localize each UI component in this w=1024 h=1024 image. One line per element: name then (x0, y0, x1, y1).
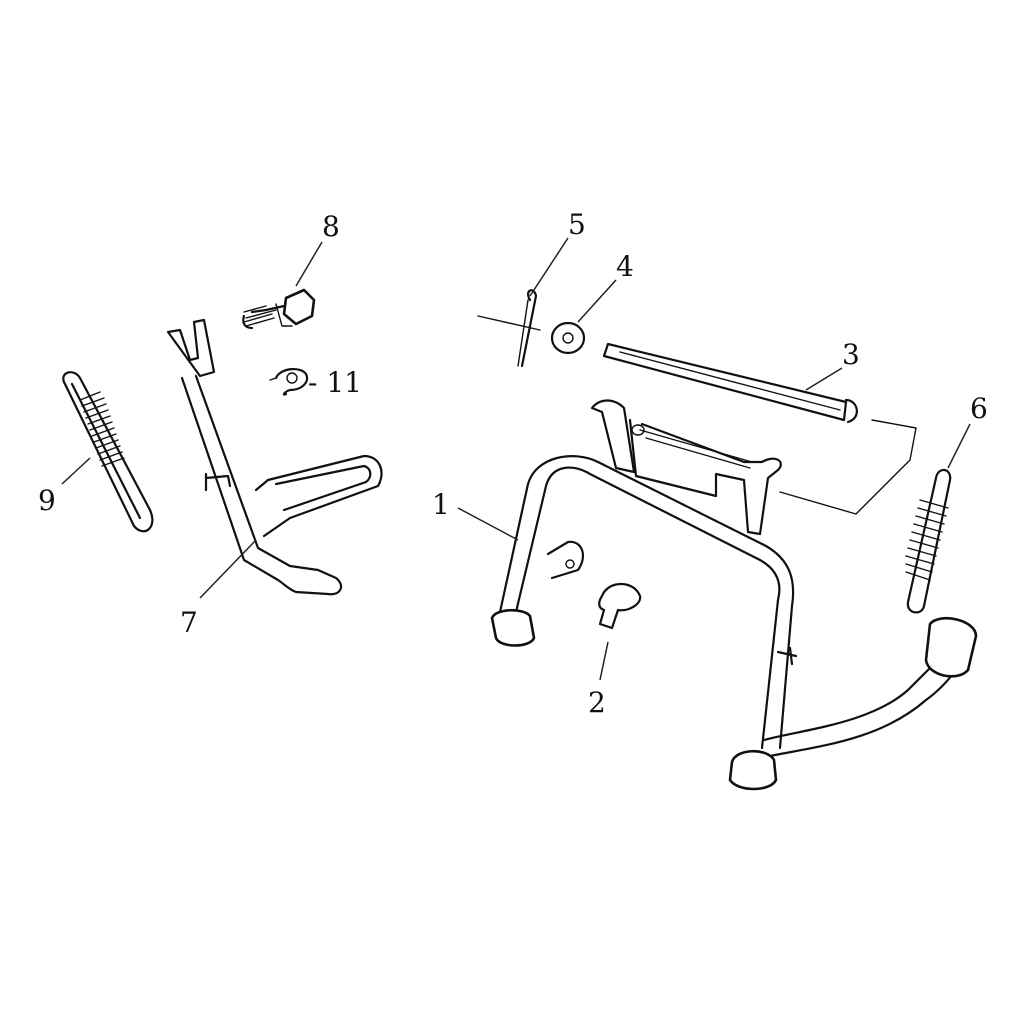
leader-3 (805, 367, 843, 391)
part-4-washer (550, 321, 586, 355)
part-1-center-stand (490, 399, 978, 791)
callout-2: 2 (588, 686, 606, 719)
callout-9: 9 (38, 484, 56, 517)
part-2-rubber-stop (598, 582, 642, 630)
callout-4: 4 (616, 250, 634, 283)
leader-7 (199, 539, 257, 599)
part-5-split-pin (517, 289, 538, 368)
part-11-clip (269, 368, 309, 396)
leader-4 (577, 279, 617, 323)
leader-5 (529, 237, 569, 297)
callout-6: 6 (970, 392, 988, 425)
part-8-bolt (242, 288, 316, 330)
part-7-side-stand (166, 318, 383, 596)
callout-3: 3 (842, 338, 860, 371)
leader-6 (947, 423, 971, 469)
leader-9 (61, 457, 91, 485)
leader-2 (599, 641, 609, 681)
part-6-spring (905, 468, 952, 614)
callout-5: 5 (568, 208, 586, 241)
leader-1 (457, 507, 519, 541)
callout-7: 7 (180, 606, 198, 639)
leader-8 (295, 241, 323, 287)
callout-1: 1 (432, 488, 450, 521)
callout-labels: 1 2 3 4 5 6 7 8 9 - 11 (38, 208, 988, 719)
part-9-spring (62, 371, 154, 533)
part-3-shaft (477, 315, 917, 515)
callout-8: 8 (322, 210, 340, 243)
leader-lines (61, 237, 971, 681)
callout-11: - 11 (308, 366, 362, 399)
